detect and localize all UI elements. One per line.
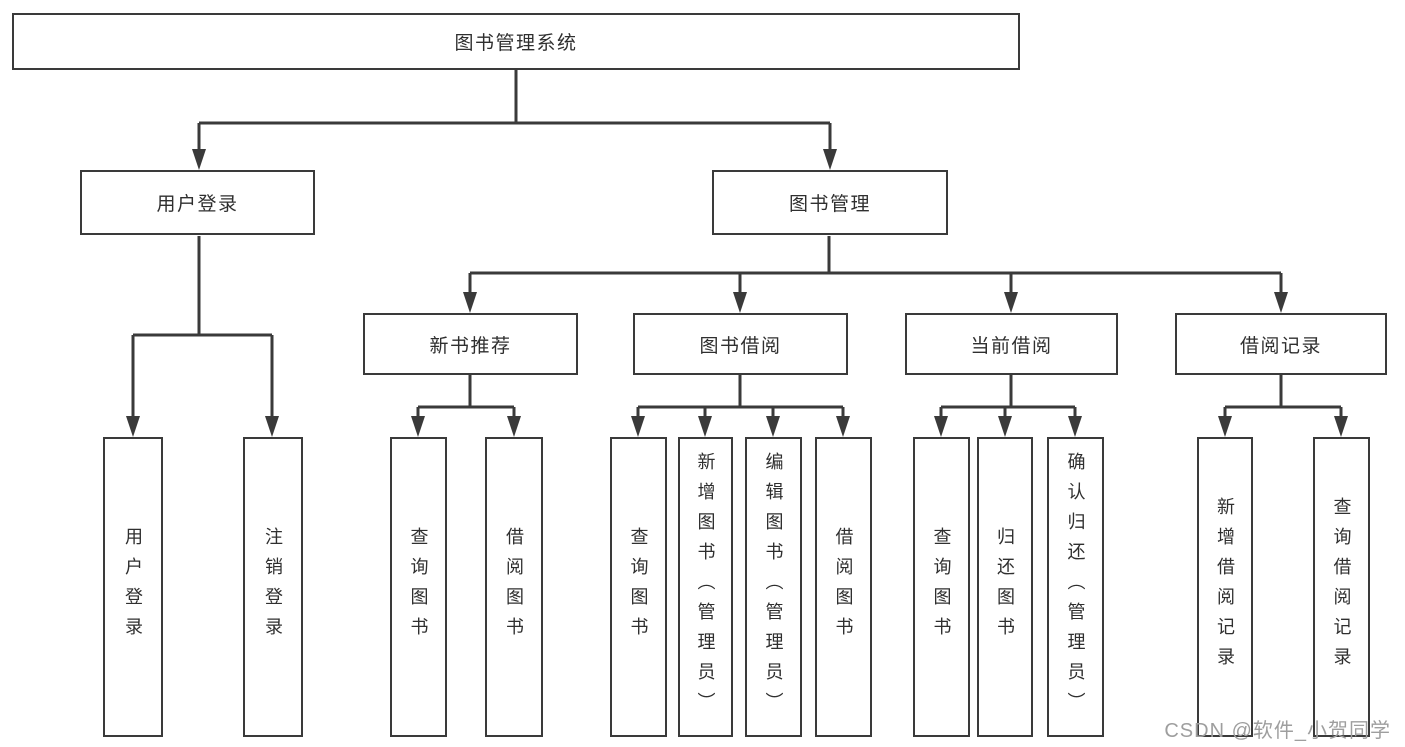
leaf-query-books-1: 查询图书 — [390, 437, 447, 737]
leaf-return-book-label: 归还图书 — [995, 527, 1015, 647]
node-book-borrowing: 图书借阅 — [633, 313, 848, 375]
node-root: 图书管理系统 — [12, 13, 1020, 70]
leaf-add-book-admin: 新增图书（管理员） — [678, 437, 733, 737]
leaf-query-books-2-label: 查询图书 — [628, 527, 649, 647]
leaf-query-borrow-record: 查询借阅记录 — [1313, 437, 1370, 737]
leaf-query-books-1-label: 查询图书 — [408, 527, 429, 647]
node-user-login-label: 用户登录 — [156, 194, 239, 215]
leaf-user-login: 用户登录 — [103, 437, 163, 737]
csdn-watermark: CSDN @软件_小贺同学 — [1164, 720, 1391, 742]
node-current-borrowing: 当前借阅 — [905, 313, 1118, 375]
node-new-book-recommend: 新书推荐 — [363, 313, 578, 375]
node-book-management: 图书管理 — [712, 170, 948, 235]
leaf-borrow-books-2: 借阅图书 — [815, 437, 872, 737]
leaf-add-borrow-record: 新增借阅记录 — [1197, 437, 1253, 737]
leaf-add-borrow-record-label: 新增借阅记录 — [1215, 497, 1235, 677]
leaf-query-books-3: 查询图书 — [913, 437, 970, 737]
leaf-query-books-3-label: 查询图书 — [931, 527, 952, 647]
node-book-management-label: 图书管理 — [788, 194, 871, 215]
node-borrow-records: 借阅记录 — [1175, 313, 1387, 375]
leaf-return-book: 归还图书 — [977, 437, 1033, 737]
node-borrow-records-label: 借阅记录 — [1239, 335, 1322, 357]
leaf-edit-book-admin: 编辑图书（管理员） — [745, 437, 802, 737]
node-new-book-recommend-label: 新书推荐 — [429, 335, 512, 357]
leaf-borrow-books-1-label: 借阅图书 — [504, 527, 524, 647]
node-book-borrowing-label: 图书借阅 — [699, 335, 782, 357]
leaf-borrow-books-1: 借阅图书 — [485, 437, 543, 737]
leaf-query-borrow-record-label: 查询借阅记录 — [1331, 497, 1352, 677]
arrowheads — [126, 149, 1348, 437]
leaf-user-login-label: 用户登录 — [123, 527, 143, 647]
leaf-query-books-2: 查询图书 — [610, 437, 667, 737]
leaf-borrow-books-2-label: 借阅图书 — [833, 527, 854, 647]
leaf-confirm-return-admin: 确认归还（管理员） — [1047, 437, 1104, 737]
node-current-borrowing-label: 当前借阅 — [970, 335, 1053, 357]
leaf-confirm-return-admin-label: 确认归还（管理员） — [1065, 452, 1086, 722]
node-root-label: 图书管理系统 — [454, 33, 578, 54]
leaf-edit-book-admin-label: 编辑图书（管理员） — [763, 452, 784, 722]
leaf-add-book-admin-label: 新增图书（管理员） — [695, 452, 716, 722]
leaf-logout: 注销登录 — [243, 437, 303, 737]
leaf-logout-label: 注销登录 — [263, 527, 283, 647]
node-user-login: 用户登录 — [80, 170, 315, 235]
